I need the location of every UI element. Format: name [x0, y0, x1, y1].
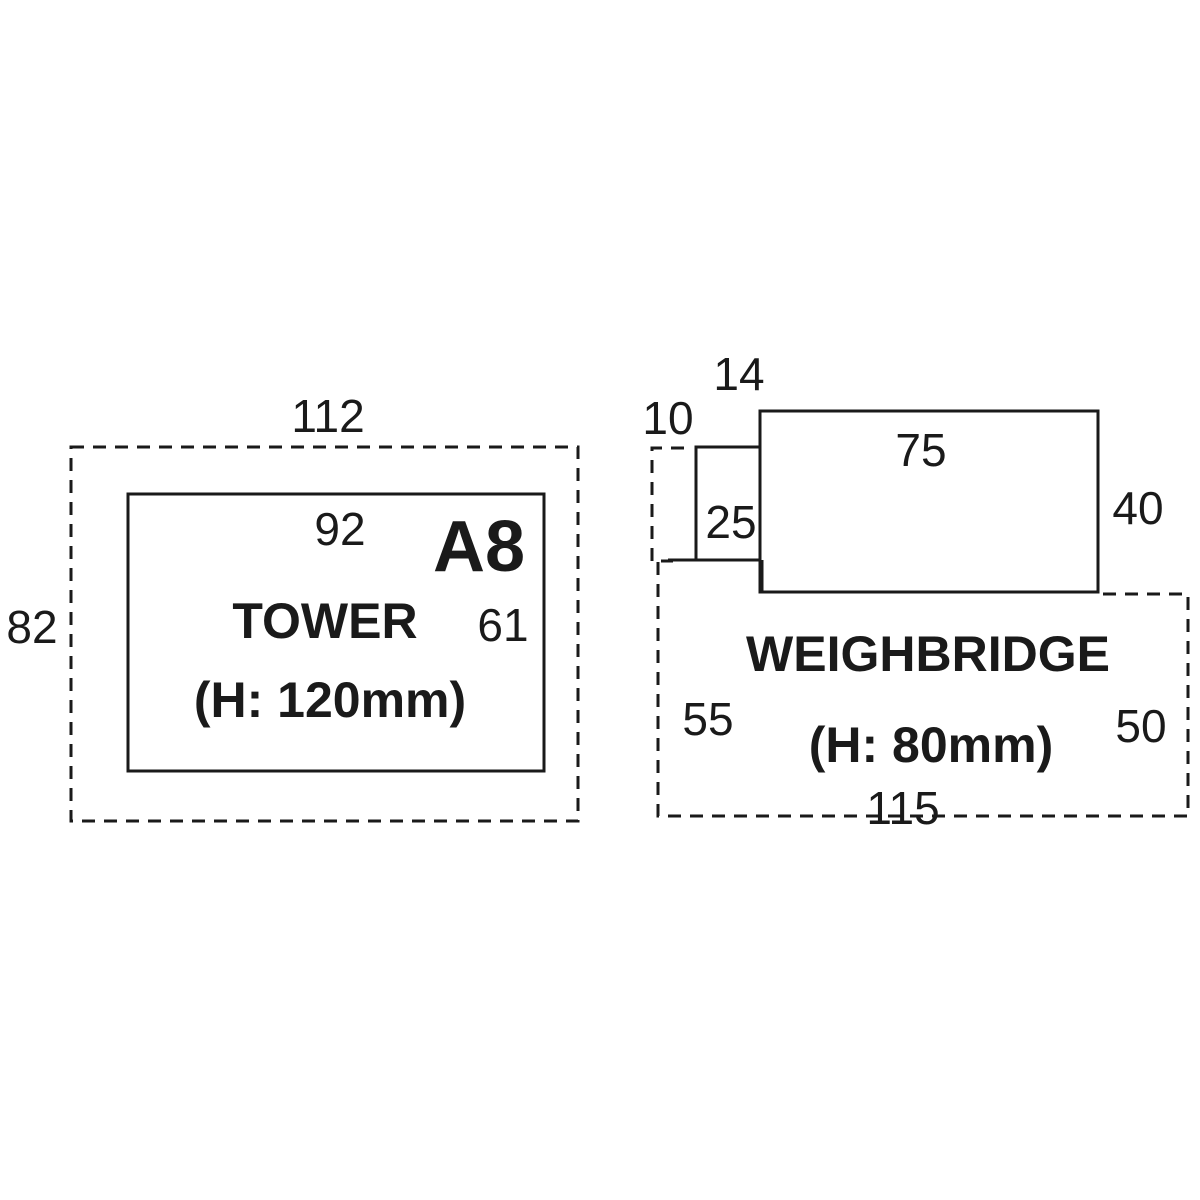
- tower-inner-width-label: 92: [314, 503, 365, 555]
- weighbridge-left-height-label: 55: [682, 693, 733, 745]
- tower-name-label: TOWER: [232, 593, 417, 649]
- weighbridge-small-box-outline: [668, 445, 759, 562]
- tower-outer-width-label: 112: [291, 390, 364, 442]
- weighbridge-group: 14 10 25 75 40 WEIGHBRIDGE (H: 80mm) 55 …: [642, 348, 1190, 834]
- weighbridge-left-offset-label: 10: [642, 392, 693, 444]
- weighbridge-name-label: WEIGHBRIDGE: [746, 626, 1110, 682]
- tower-inner-height-label: 61: [477, 599, 528, 651]
- weighbridge-base-width-label: 115: [866, 782, 939, 834]
- tower-group: 112 82 92 61 A8 TOWER (H: 120mm): [6, 390, 580, 823]
- weighbridge-display-height-label: 40: [1112, 482, 1163, 534]
- weighbridge-display-width-label: 75: [895, 424, 946, 476]
- weighbridge-base-dashed-outline: [656, 562, 1190, 818]
- tower-outer-dashed-outline: [69, 445, 580, 823]
- tower-model-label: A8: [433, 507, 525, 587]
- weighbridge-left-dashed-bracket: [650, 446, 684, 563]
- tower-height-note: (H: 120mm): [194, 672, 466, 728]
- weighbridge-right-height-label: 50: [1115, 700, 1166, 752]
- weighbridge-small-box-label: 25: [705, 496, 756, 548]
- weighbridge-height-note: (H: 80mm): [809, 717, 1053, 773]
- tower-inner-outline: [126, 492, 546, 773]
- weighbridge-display-outline: [758, 409, 1100, 594]
- tower-outer-height-label: 82: [6, 601, 57, 653]
- weighbridge-top-offset-label: 14: [713, 348, 764, 400]
